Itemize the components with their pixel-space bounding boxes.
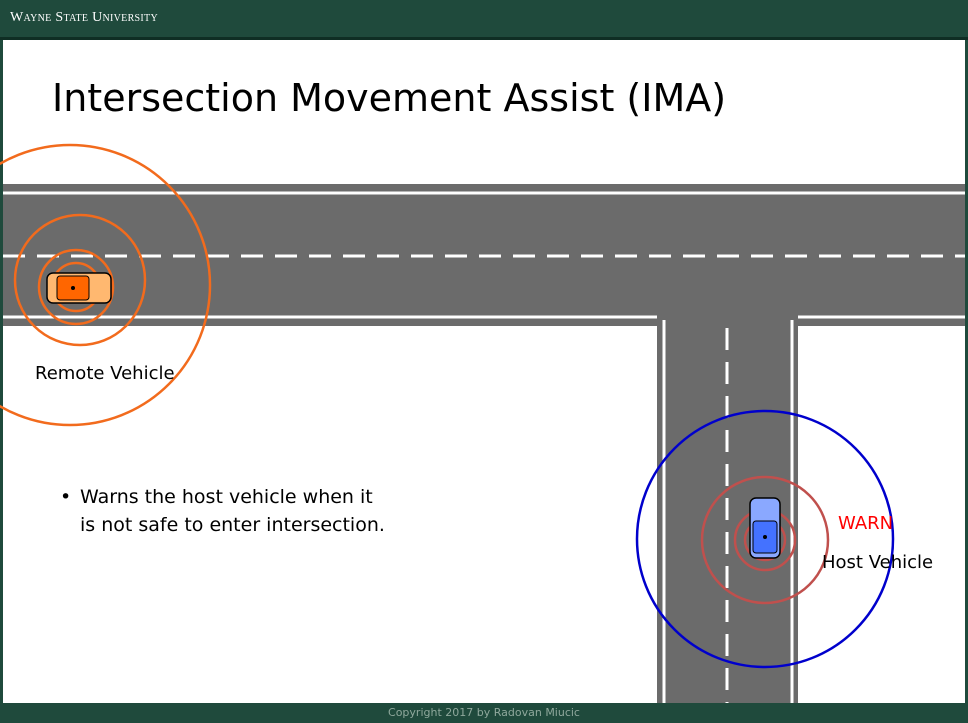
car-icon	[46, 272, 112, 304]
slide-title: Intersection Movement Assist (IMA)	[52, 76, 727, 120]
bullet-text: Warns the host vehicle when it is not sa…	[80, 486, 385, 536]
frame-right-border	[965, 40, 968, 703]
host-signal-ring-middle	[700, 475, 830, 605]
host-vehicle	[635, 409, 895, 669]
copyright-text: Copyright 2017 by Radovan Miucic	[388, 706, 580, 719]
remote-signal-ring-outer	[0, 143, 212, 427]
frame-left-border	[0, 40, 3, 703]
car-icon	[749, 497, 781, 559]
horizontal-road	[3, 184, 965, 326]
bullet-item: • Warns the host vehicle when it is not …	[60, 483, 390, 539]
remote-vehicle	[0, 143, 212, 427]
host-car-dot	[763, 535, 767, 539]
remote-vehicle-label: Remote Vehicle	[35, 363, 175, 384]
remote-signal-ring-inner	[37, 248, 115, 326]
footer-bar: Copyright 2017 by Radovan Miucic	[0, 703, 968, 723]
remote-car-dot	[71, 286, 75, 290]
host-signal-ring-outer	[635, 409, 895, 669]
header-bar: Wayne State University	[0, 0, 968, 40]
host-vehicle-label: Host Vehicle	[822, 552, 934, 573]
bullet-marker: •	[60, 486, 72, 508]
university-name: Wayne State University	[10, 10, 158, 25]
remote-signal-ring-middle	[13, 213, 147, 347]
warn-label: WARN	[838, 513, 894, 534]
